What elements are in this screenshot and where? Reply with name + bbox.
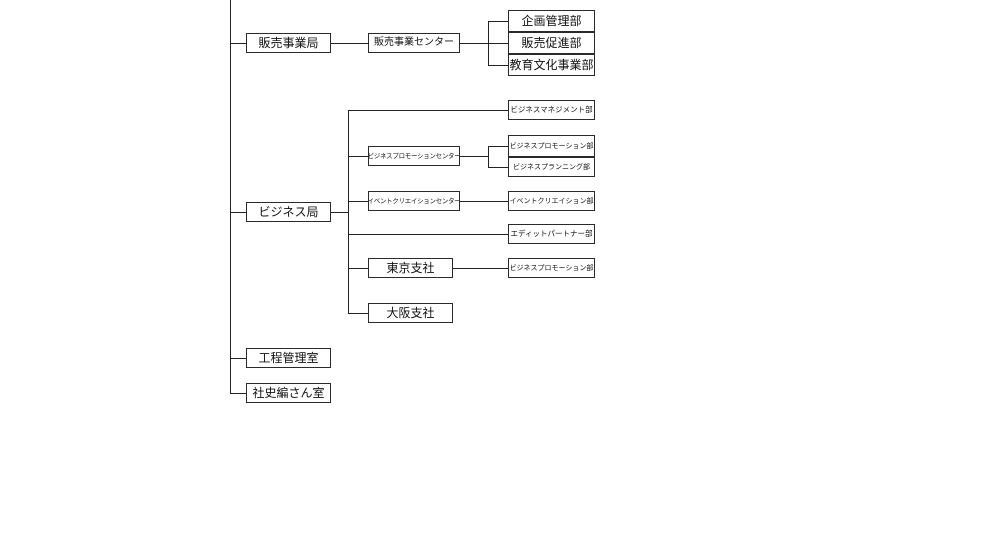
- connector-line: [230, 212, 246, 213]
- node-label: 販売事業局: [258, 36, 319, 50]
- connector-line: [488, 43, 508, 44]
- node-label: ビジネスプロモーションセンター: [368, 151, 460, 160]
- node-business-management-dept: ビジネスマネジメント部: [508, 100, 595, 120]
- node-business-promotion-dept: ビジネスプロモーション部: [508, 135, 595, 157]
- node-label: 東京支社: [386, 261, 435, 275]
- node-label: 企画管理部: [521, 14, 582, 28]
- connector-line: [348, 201, 368, 202]
- node-business-promotion-center: ビジネスプロモーションセンター: [368, 146, 460, 166]
- node-education-culture-business-dept: 教育文化事業部: [508, 54, 595, 76]
- connector-line: [460, 43, 488, 44]
- connector-line: [460, 156, 488, 157]
- node-label: エディットパートナー部: [510, 229, 593, 239]
- node-label: ビジネスプランニング部: [513, 162, 590, 171]
- node-label: ビジネスプロモーション部: [509, 263, 594, 272]
- connector-line: [348, 234, 508, 235]
- node-label: イベントクリエイションセンター: [368, 196, 460, 205]
- node-label: 社史編さん室: [252, 386, 325, 400]
- node-business-planning-dept: ビジネスプランニング部: [508, 157, 595, 177]
- connector-line: [488, 21, 508, 22]
- connector-line: [230, 393, 246, 394]
- connector-line: [460, 201, 508, 202]
- connector-line: [331, 43, 368, 44]
- node-label: 販売事業センター: [374, 37, 454, 48]
- connector-line: [348, 110, 508, 111]
- trunk-line: [230, 0, 231, 393]
- connector-line: [348, 110, 349, 313]
- connector-line: [230, 358, 246, 359]
- connector-line: [488, 65, 508, 66]
- connector-line: [488, 146, 489, 167]
- connector-line: [331, 212, 348, 213]
- node-label: ビジネスマネジメント部: [510, 105, 593, 115]
- node-label: ビジネス局: [258, 205, 319, 219]
- connector-line: [488, 167, 508, 168]
- connector-line: [230, 43, 246, 44]
- node-label: ビジネスプロモーション部: [509, 141, 594, 150]
- connector-line: [488, 146, 508, 147]
- node-planning-management-dept: 企画管理部: [508, 10, 595, 32]
- node-sales-business-bureau: 販売事業局: [246, 33, 331, 53]
- node-osaka-branch: 大阪支社: [368, 303, 453, 323]
- node-company-history-office: 社史編さん室: [246, 383, 331, 403]
- node-business-promotion-dept-tokyo: ビジネスプロモーション部: [508, 258, 595, 278]
- node-event-creation-dept: イベントクリエイション部: [508, 191, 595, 211]
- node-event-creation-center: イベントクリエイションセンター: [368, 191, 460, 211]
- connector-line: [348, 313, 368, 314]
- node-sales-promotion-dept: 販売促進部: [508, 32, 595, 54]
- connector-line: [348, 268, 368, 269]
- node-label: 大阪支社: [386, 306, 435, 320]
- node-edit-partner-dept: エディットパートナー部: [508, 224, 595, 244]
- node-business-bureau: ビジネス局: [246, 202, 331, 222]
- node-label: イベントクリエイション部: [509, 196, 594, 205]
- connector-line: [453, 268, 508, 269]
- node-process-management-office: 工程管理室: [246, 348, 331, 368]
- node-sales-business-center: 販売事業センター: [368, 33, 460, 53]
- node-label: 工程管理室: [258, 351, 319, 365]
- node-tokyo-branch: 東京支社: [368, 258, 453, 278]
- connector-line: [348, 156, 368, 157]
- node-label: 販売促進部: [521, 36, 582, 50]
- node-label: 教育文化事業部: [509, 58, 594, 72]
